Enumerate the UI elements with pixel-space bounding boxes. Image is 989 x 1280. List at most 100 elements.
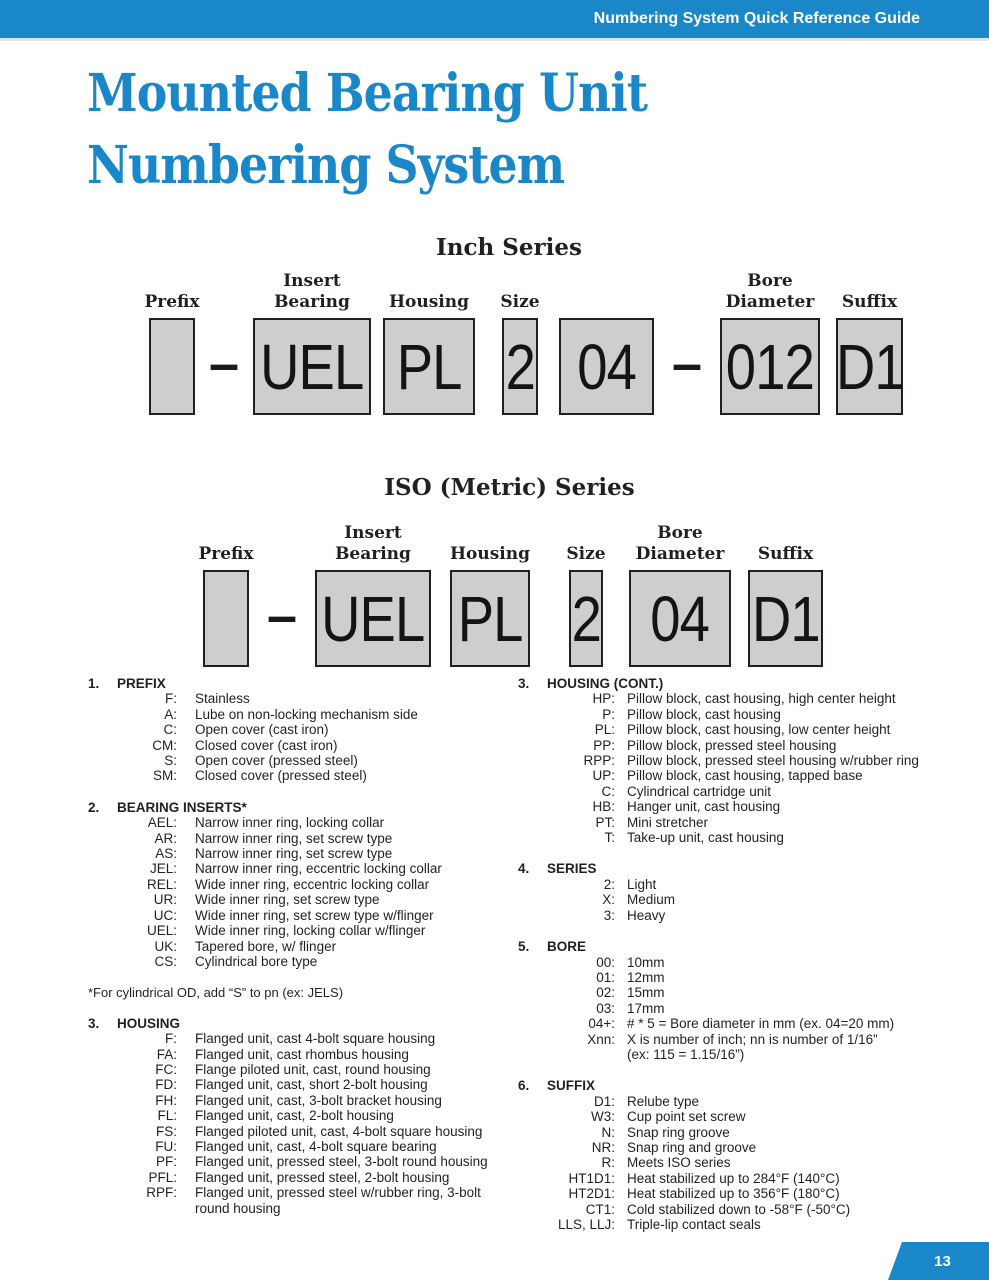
entry-code: UC: [153,907,177,923]
description-line: Flanged unit, cast, short 2-bolt housing [195,1077,428,1093]
entry-code: CM: [152,737,177,753]
entry-description: Pillow block, pressed steel housing [627,738,836,753]
entry-description: Cup point set screw [627,1109,746,1124]
section-number: 3. [88,1015,100,1031]
entry-description: Cold stabilized down to -58°F (-50°C) [627,1202,850,1217]
description-line: Wide inner ring, set screw type w/flinge… [195,907,434,923]
entry-code: C: [601,783,616,799]
code-entry-row: 02:15mm [518,985,983,1000]
inch-suffix-label: Suffix [841,292,898,312]
description-line: Flanged piloted unit, cast, 4-bolt squar… [195,1123,483,1139]
entry-code: PFL: [148,1169,177,1185]
page-title-line2: Numbering System [87,135,565,196]
entry-code: 02: [596,985,615,1001]
inch-suffix-slot: Suffix D1 [836,266,904,415]
code-entry-row: RPF:Flanged unit, pressed steel w/rubber… [88,1185,510,1216]
code-entry-row: UEL:Wide inner ring, locking collar w/fl… [88,923,510,938]
code-entry-row: A:Lube on non-locking mechanism side [88,707,510,722]
description-line: # * 5 = Bore diameter in mm (ex. 04=20 m… [627,1016,895,1032]
entry-description: Mini stretcher [627,815,708,830]
entry-description: Relube type [627,1094,699,1109]
code-entry-row: 00:10mm [518,955,983,970]
code-entry-row: FH:Flanged unit, cast, 3-bolt bracket ho… [88,1093,510,1108]
iso-suffix-label: Suffix [757,544,814,564]
description-line: Heavy [627,907,666,923]
entry-description: Flange piloted unit, cast, round housing [195,1062,431,1077]
description-line: Cylindrical bore type [195,953,318,969]
inch-prefix-slot: Prefix [144,266,200,415]
entry-description: Heavy [627,908,665,923]
entry-description: Hanger unit, cast housing [627,799,780,814]
section-number: 5. [518,939,530,955]
entry-code: HB: [592,799,615,815]
description-line: Wide inner ring, eccentric locking colla… [195,876,430,892]
description-line: Lube on non-locking mechanism side [195,706,418,722]
section-number: 6. [518,1078,530,1094]
entry-code: D1: [593,1093,615,1109]
reference-column-right: 3.HOUSING (CONT.)HP:Pillow block, cast h… [518,676,983,1248]
inch-series-diagram: Prefix – Insert Bearing UEL Housing PL S… [144,266,904,415]
description-line: Meets ISO series [627,1155,731,1171]
entry-description: Closed cover (cast iron) [195,738,338,753]
code-entry-row: C:Open cover (cast iron) [88,722,510,737]
entry-description: Snap ring groove [627,1125,730,1140]
entry-description: Narrow inner ring, locking collar [195,815,384,830]
entry-code: AEL: [147,815,177,831]
page-number-tab: 13 [888,1242,989,1280]
entry-description: Narrow inner ring, set screw type [195,831,392,846]
entry-code: CS: [154,953,177,969]
entry-description: Open cover (cast iron) [195,722,329,737]
section-title: HOUSING (CONT.) [547,676,664,691]
code-entry-row: AEL: Narrow inner ring, locking collar [88,815,510,830]
entry-code: UP: [592,768,615,784]
description-line: round housing [195,1200,281,1216]
code-entry-row: HT1D1:Heat stabilized up to 284°F (140°C… [518,1171,983,1186]
entry-code: HP: [592,691,615,707]
entry-code: FS: [155,1123,177,1139]
entry-code: FA: [156,1046,177,1062]
entry-code: FU: [155,1138,177,1154]
entry-code: NR: [591,1139,615,1155]
iso-size-slot: Size 2 [566,518,606,667]
inch-size-box: 2 [502,318,538,415]
iso-size-label: Size [566,544,606,564]
code-entry-row: FS: Flanged piloted unit, cast, 4-bolt sq… [88,1124,510,1139]
entry-code: HT2D1: [568,1186,615,1202]
inch-size-value: 2 [505,330,535,403]
entry-description: Take-up unit, cast housing [627,830,784,845]
inch-prefix-box [149,318,195,415]
code-entry-row: W3:Cup point set screw [518,1109,983,1124]
code-entry-row: 03:17mm [518,1001,983,1016]
code-entry-row: 04+: # * 5 = Bore diameter in mm (ex. 04=… [518,1016,983,1031]
inch-insert-bearing-value: UEL [260,330,364,403]
code-entry-row: 3:Heavy [518,908,983,923]
section-number: 2. [88,799,100,815]
code-entry-row: PL:Pillow block, cast housing, low cente… [518,722,983,737]
inch-bore-diameter-label: Bore Diameter [726,271,815,313]
description-line: Pillow block, pressed steel housing [627,737,837,753]
entry-code: PL: [594,722,615,738]
description-line: Narrow inner ring, set screw type [195,846,393,862]
header-bar-title: Numbering System Quick Reference Guide [593,10,920,27]
page-title: Mounted Bearing Unit Numbering System [87,58,648,202]
code-entry-row: UR:Wide inner ring, set screw type [88,892,510,907]
description-line: Pillow block, pressed steel housing w/ru… [627,753,919,769]
description-line: Flanged unit, cast 4-bolt square housing [195,1031,436,1047]
entry-description: Flanged unit, cast, 3-bolt bracket housi… [195,1093,442,1108]
entry-code: CT1: [585,1201,615,1217]
code-entry-row: P:Pillow block, cast housing [518,707,983,722]
code-entry-row: REL:Wide inner ring, eccentric locking c… [88,877,510,892]
description-line: Medium [627,892,676,908]
inch-size-label: Size [500,292,540,312]
description-line: Snap ring groove [627,1124,730,1140]
description-line: Flange piloted unit, cast, round housing [195,1061,431,1077]
iso-housing-label: Housing [449,544,531,564]
description-line: Open cover (pressed steel) [195,753,358,769]
entry-code: 04+: [588,1016,615,1032]
description-line: Wide inner ring, locking collar w/flinge… [195,923,426,939]
description-line: Pillow block, cast housing, tapped base [627,768,863,784]
section-heading: 1.PREFIX [88,676,510,691]
